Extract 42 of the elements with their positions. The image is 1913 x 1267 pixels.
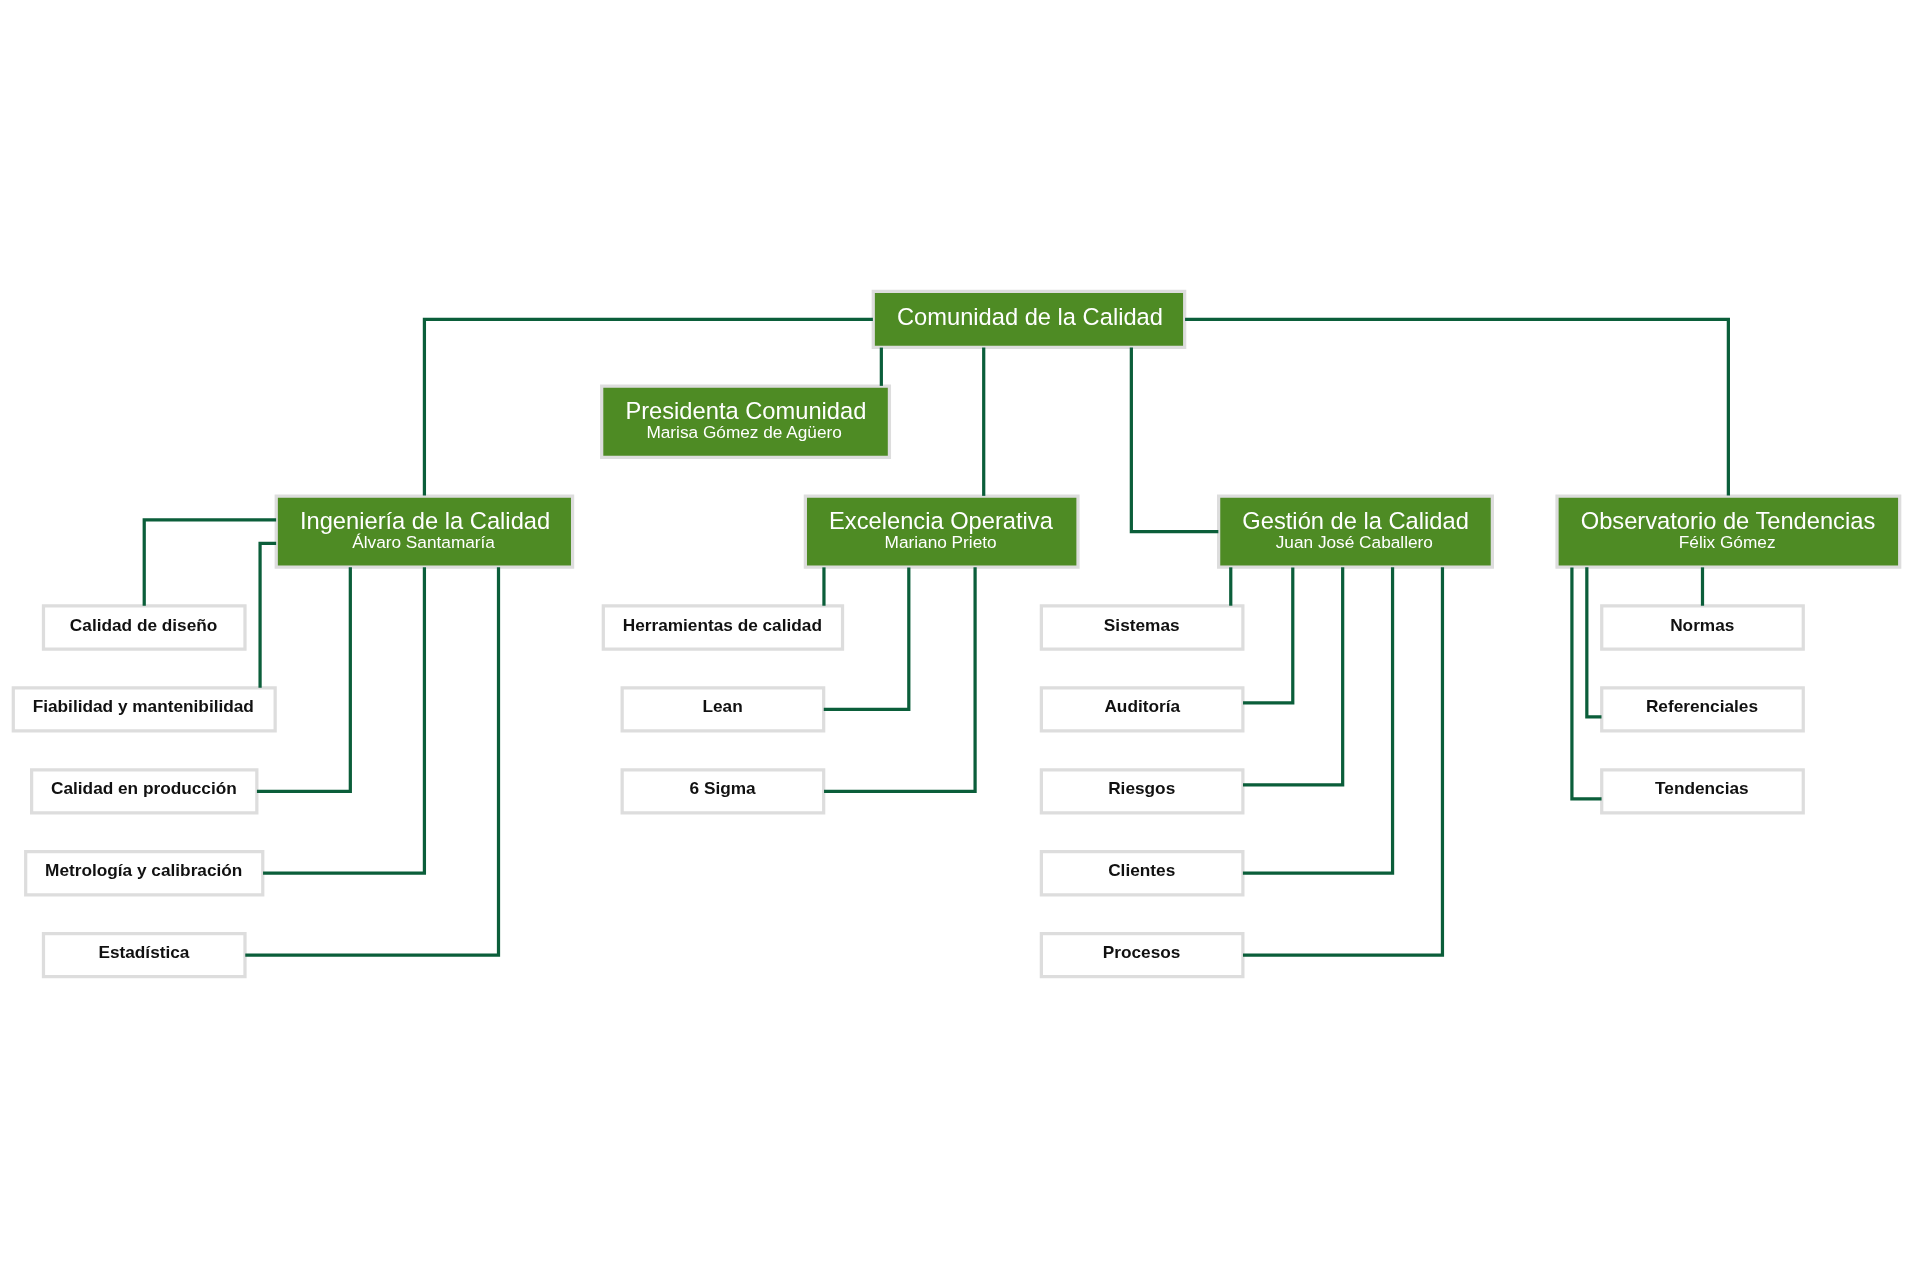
node-box: Auditoría [1039,685,1245,733]
connector [1243,566,1345,786]
connector [879,347,883,386]
connector [142,517,277,606]
node-box: Excelencia Operativa Mariano Prieto [803,493,1080,569]
node-box: Riesgos [1039,767,1245,814]
node-box: Procesos [1039,931,1245,978]
node-box: Referenciales [1600,685,1805,733]
connector [422,317,873,496]
node-box: Tendencias [1600,767,1805,814]
node-box: Herramientas de calidad [601,603,845,651]
node-box: Observatorio de Tendencias Félix Gómez [1555,493,1902,569]
connector [1585,566,1602,719]
node-box: Fiabilidad y mantenibilidad [11,685,277,733]
connector [256,566,352,793]
connector [1242,566,1395,875]
connector [245,566,501,957]
node-box: Normas [1600,603,1805,651]
node-box: Metrología y calibración [24,849,265,896]
connector [1129,347,1219,533]
connector [1242,566,1445,957]
node-box: Clientes [1039,849,1245,896]
connector [824,566,977,793]
node-box: Comunidad de la Calidad [871,289,1187,349]
node-box: Gestión de la Calidad Juan José Caballero [1217,493,1494,569]
node-box: 6 Sigma [620,767,826,814]
node-box: Ingeniería de la Calidad Álvaro Santamaría [274,493,575,569]
connector [982,347,986,496]
node-box: Lean [620,685,826,733]
node-box: Calidad de diseño [41,603,247,651]
connector [258,541,277,688]
connector [822,566,826,606]
connector [823,567,911,711]
connector [1700,566,1705,606]
node-box: Sistemas [1039,603,1245,651]
node-box: Calidad en producción [30,767,259,814]
node-box: Presidenta Comunidad Marisa Gómez de Agüero [600,384,892,459]
connector [1185,317,1730,496]
node-box: Estadística [41,931,247,978]
connector [1229,566,1233,606]
connector [263,566,427,875]
connector [1243,567,1295,705]
